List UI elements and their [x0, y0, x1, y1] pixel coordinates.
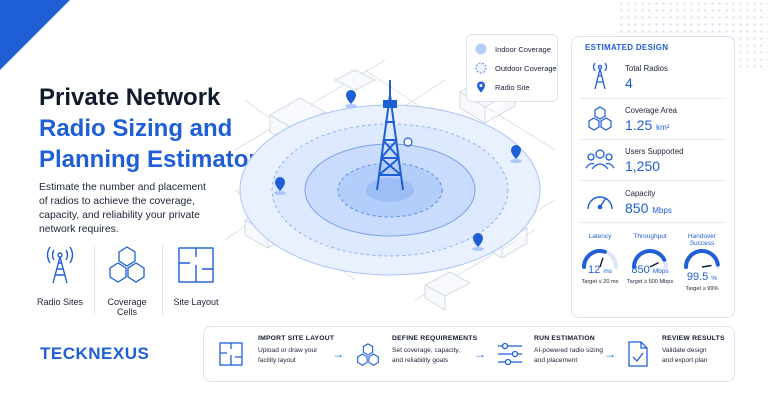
step-title: RUN ESTIMATION — [534, 335, 595, 342]
page-title-line1: Private Network — [39, 84, 221, 111]
hexagon-cells-icon — [357, 343, 379, 366]
panel-heading: ESTIMATED DESIGN — [585, 43, 669, 52]
brand-logo: TECKNEXUS — [40, 344, 150, 363]
estimated-design-panel — [571, 36, 735, 318]
step-title: IMPORT SITE LAYOUT — [258, 335, 335, 342]
arrow-right-icon: → — [474, 347, 486, 361]
feature-coverage-cells: Coverage Cells — [97, 245, 157, 317]
gauge-handover-success: Handover Success 99.5 % Target ≥ 99% — [677, 233, 727, 292]
gauge-value: 99.5 % — [686, 271, 718, 283]
gauge-fill — [684, 249, 720, 269]
gauge-target: Target ≤ 20 ms — [581, 279, 619, 285]
divider — [580, 98, 726, 99]
divider — [94, 245, 95, 315]
floor-plan-icon — [166, 245, 226, 285]
indoor-coverage-swatch — [475, 43, 487, 55]
stat-value: 1,250 — [625, 158, 661, 174]
map-pin-icon — [477, 81, 485, 93]
gauge-target: Target ≥ 500 Mbps — [626, 279, 674, 285]
floor-plan-icon — [219, 342, 243, 366]
gauge-throughput: Throughput 850 Mbps Target ≥ 500 Mbps — [625, 233, 675, 285]
gauge-label: Handover Success — [687, 233, 717, 247]
divider — [162, 245, 163, 315]
step-title: DEFINE REQUIREMENTS — [392, 335, 478, 342]
stat-value: 1.25 km² — [625, 117, 670, 133]
feature-label: Site Layout — [173, 297, 219, 307]
feature-label: Radio Sites — [36, 297, 84, 307]
feature-label: Coverage Cells — [107, 297, 147, 317]
hero-description: Estimate the number and placement of rad… — [39, 182, 206, 235]
stat-label: Users Supported — [625, 147, 684, 156]
hexagon-cells-icon — [583, 102, 617, 136]
gauge-needle — [649, 262, 659, 268]
gauge-dial — [582, 249, 618, 269]
feature-site-layout: Site Layout — [166, 245, 226, 307]
gauge-dial — [632, 249, 668, 269]
gauge-value: 12 ms — [588, 264, 612, 276]
speedometer-icon — [583, 185, 617, 219]
gauge-fill — [582, 249, 607, 269]
feature-radio-sites: Radio Sites — [30, 245, 90, 307]
corner-accent — [0, 0, 70, 70]
legend-indoor-label: Indoor Coverage — [495, 44, 551, 54]
gauge-needle — [701, 264, 712, 268]
gauge-dial — [684, 249, 720, 269]
gauge-label: Throughput — [633, 233, 667, 240]
legend-outdoor-label: Outdoor Coverage — [495, 63, 557, 73]
outdoor-coverage-swatch — [475, 62, 487, 74]
step-description: Set coverage, capacity,and reliability g… — [392, 347, 461, 364]
gauge-latency: Latency 12 ms Target ≤ 20 ms — [575, 233, 625, 285]
divider — [580, 222, 726, 223]
gauge-label: Latency — [588, 233, 612, 240]
radio-tower-icon — [30, 245, 90, 285]
step-define-requirements: DEFINE REQUIREMENTS Set coverage, capaci… — [354, 335, 477, 366]
stat-label: Capacity — [625, 189, 656, 198]
gauge-fill — [632, 249, 667, 269]
divider — [580, 180, 726, 181]
gauge-target: Target ≥ 99% — [685, 286, 719, 292]
stat-label: Total Radios — [625, 64, 668, 73]
arrow-right-icon: → — [604, 347, 616, 361]
arrow-right-icon: → — [332, 347, 344, 361]
document-check-icon — [628, 341, 648, 367]
hexagon-cells-icon — [97, 245, 157, 285]
radio-tower-icon — [583, 58, 617, 92]
page-title-line2: Radio Sizing and — [39, 115, 233, 142]
stat-value: 850 Mbps — [625, 200, 672, 216]
coverage-map-illustration — [224, 59, 556, 311]
gauge-needle — [599, 257, 604, 268]
page-title-line3: Planning Estimator — [39, 146, 258, 173]
step-title: REVIEW RESULTS — [662, 335, 725, 342]
stat-value: 4 — [625, 75, 633, 91]
map-legend: Indoor Coverage Outdoor Coverage Radio S… — [466, 34, 558, 102]
stat-label: Coverage Area — [625, 106, 678, 115]
users-icon — [583, 143, 617, 177]
sliders-icon — [498, 342, 522, 366]
legend-site-label: Radio Site — [495, 82, 530, 92]
divider — [580, 139, 726, 140]
